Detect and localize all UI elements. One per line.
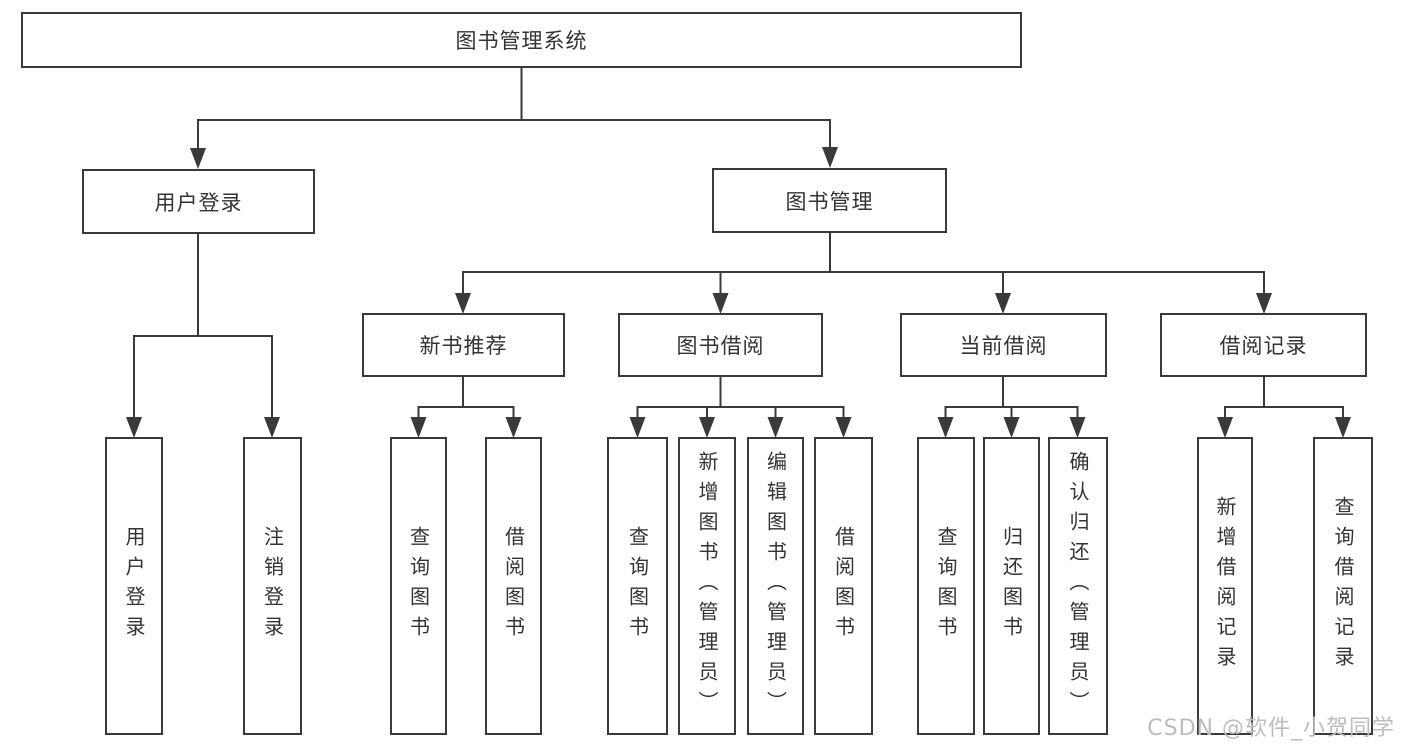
leaf-user-login: 用户登录 [105, 437, 163, 735]
leaf-label: 查询借阅记录 [1331, 496, 1355, 676]
arrowhead [1003, 417, 1020, 438]
node-borrow-record: 借阅记录 [1160, 313, 1367, 377]
connector-borrowrecord-to-leaves [1224, 377, 1344, 423]
leaf-borrow-book-2: 借阅图书 [814, 437, 873, 735]
connector-bookmgmt-to-level3 [462, 233, 1265, 299]
node-root: 图书管理系统 [21, 12, 1022, 68]
leaf-label: 归还图书 [999, 526, 1024, 646]
arrowhead [822, 147, 838, 168]
leaf-edit-book-admin: 编辑图书（管理员） [747, 437, 804, 735]
arrowhead [190, 148, 206, 169]
leaf-label: 借阅图书 [831, 526, 856, 646]
leaf-query-book-3: 查询图书 [917, 437, 975, 735]
arrowhead [835, 417, 852, 438]
leaf-return-book: 归还图书 [983, 437, 1040, 735]
csdn-watermark: CSDN @软件_小贺同学 [1147, 716, 1395, 741]
arrowhead [767, 417, 784, 438]
leaf-query-book-2: 查询图书 [607, 437, 668, 735]
arrowhead [1256, 293, 1272, 314]
connector-bookborrow-to-leaves [636, 377, 845, 423]
connector-currentborrow-to-leaves [944, 377, 1079, 423]
node-new-book-recommend: 新书推荐 [362, 313, 565, 377]
connector-userlogin-to-leaves [133, 234, 273, 423]
arrowhead [937, 417, 954, 438]
leaf-label: 确认归还（管理员） [1066, 451, 1090, 721]
leaf-query-book-1: 查询图书 [390, 437, 447, 735]
leaf-label: 查询图书 [625, 526, 650, 646]
connector-newbook-to-leaves [417, 377, 515, 423]
leaf-label: 借阅图书 [501, 526, 526, 646]
leaf-add-borrow-record: 新增借阅记录 [1197, 437, 1253, 735]
arrowhead [699, 417, 715, 438]
leaf-borrow-book-1: 借阅图书 [485, 437, 542, 735]
leaf-label: 注销登录 [260, 526, 285, 646]
arrowhead [1217, 417, 1233, 438]
arrowhead [410, 417, 427, 438]
leaf-label: 新增借阅记录 [1213, 496, 1237, 676]
arrowhead [126, 417, 142, 438]
leaf-label: 用户登录 [122, 526, 146, 646]
leaf-logout: 注销登录 [243, 437, 302, 735]
leaf-query-borrow-record: 查询借阅记录 [1313, 437, 1373, 735]
arrowhead [264, 417, 280, 438]
node-user-login: 用户登录 [82, 169, 315, 234]
node-book-borrow: 图书借阅 [618, 313, 823, 377]
connector-root-to-level2 [197, 68, 831, 152]
leaf-add-book-admin: 新增图书（管理员） [678, 437, 736, 735]
node-book-management: 图书管理 [712, 168, 947, 233]
leaf-label: 查询图书 [934, 526, 958, 646]
leaf-label: 新增图书（管理员） [695, 451, 719, 721]
leaf-label: 查询图书 [406, 526, 431, 646]
leaf-confirm-return-admin: 确认归还（管理员） [1048, 437, 1108, 735]
leaf-label: 编辑图书（管理员） [763, 451, 788, 721]
arrowhead [629, 417, 646, 438]
arrowhead [712, 293, 729, 314]
arrowhead [995, 293, 1011, 314]
arrowhead [505, 417, 522, 438]
arrowhead [455, 293, 471, 314]
arrowhead [1335, 417, 1351, 438]
node-current-borrow: 当前借阅 [900, 313, 1107, 377]
arrowhead [1069, 417, 1086, 438]
